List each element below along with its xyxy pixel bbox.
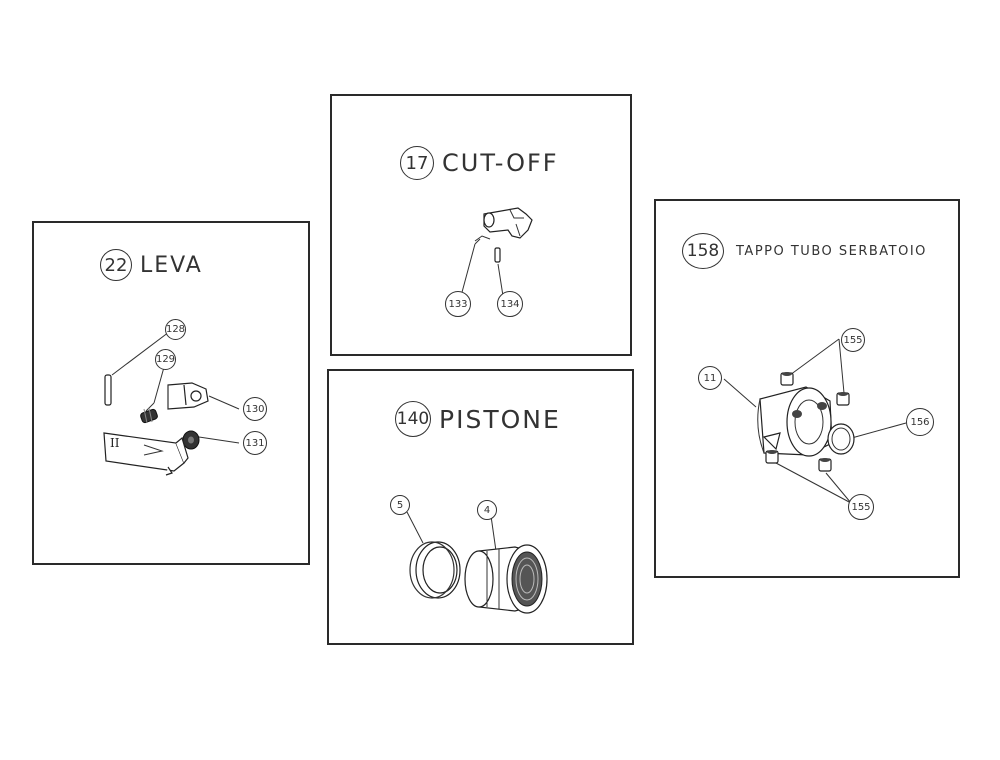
callout-131: 131 <box>243 431 267 455</box>
block-part-130 <box>167 382 209 410</box>
callout-5: 5 <box>390 495 410 515</box>
leva-title: 22 LEVA <box>100 249 203 281</box>
callout-128: 128 <box>165 319 186 340</box>
cap-body-part-11 <box>757 386 833 457</box>
callout-156: 156 <box>906 408 934 436</box>
cutoff-title-text: CUT-OFF <box>442 149 559 177</box>
nut-part-131 <box>182 430 200 450</box>
tappo-number: 158 <box>682 233 724 269</box>
tappo-drawing <box>723 338 907 504</box>
piston-part-4 <box>464 544 548 614</box>
pistone-title: 140 PISTONE <box>395 401 561 437</box>
panel-pistone: 140 PISTONE 5 4 <box>327 369 634 645</box>
leva-drawing <box>103 328 240 476</box>
insert-parts-155 <box>765 372 850 472</box>
ring-part-156 <box>827 423 855 455</box>
callout-155-bottom: 155 <box>848 494 874 520</box>
cutoff-drawing <box>460 207 533 297</box>
cutoff-title: 17 CUT-OFF <box>400 146 559 180</box>
tappo-title-text: TAPPO TUBO SERBATOIO <box>736 243 927 259</box>
pistone-number: 140 <box>395 401 431 437</box>
callout-4: 4 <box>477 500 497 520</box>
pin-part-128 <box>104 374 112 406</box>
spring-part-129 <box>140 407 158 424</box>
pistone-drawing <box>406 511 548 614</box>
lever-mark-label: II <box>110 436 120 450</box>
panel-cutoff: 17 CUT-OFF 133 134 <box>330 94 632 356</box>
callout-11: 11 <box>698 366 722 390</box>
callout-133: 133 <box>445 291 471 317</box>
lever-body <box>103 432 189 476</box>
leva-title-text: LEVA <box>140 252 203 278</box>
pistone-title-text: PISTONE <box>439 404 561 434</box>
cutoff-number: 17 <box>400 146 434 180</box>
callout-129: 129 <box>155 349 176 370</box>
panel-leva: 22 LEVA II 128 129 130 131 <box>32 221 310 565</box>
leva-number: 22 <box>100 249 132 281</box>
panel-tappo: 158 TAPPO TUBO SERBATOIO 155 11 156 155 <box>654 199 960 578</box>
tappo-title: 158 TAPPO TUBO SERBATOIO <box>682 233 927 269</box>
callout-130: 130 <box>243 397 267 421</box>
callout-134: 134 <box>497 291 523 317</box>
cutoff-part <box>483 207 533 239</box>
seal-ring-part-5 <box>409 541 461 599</box>
callout-155-top: 155 <box>841 328 865 352</box>
